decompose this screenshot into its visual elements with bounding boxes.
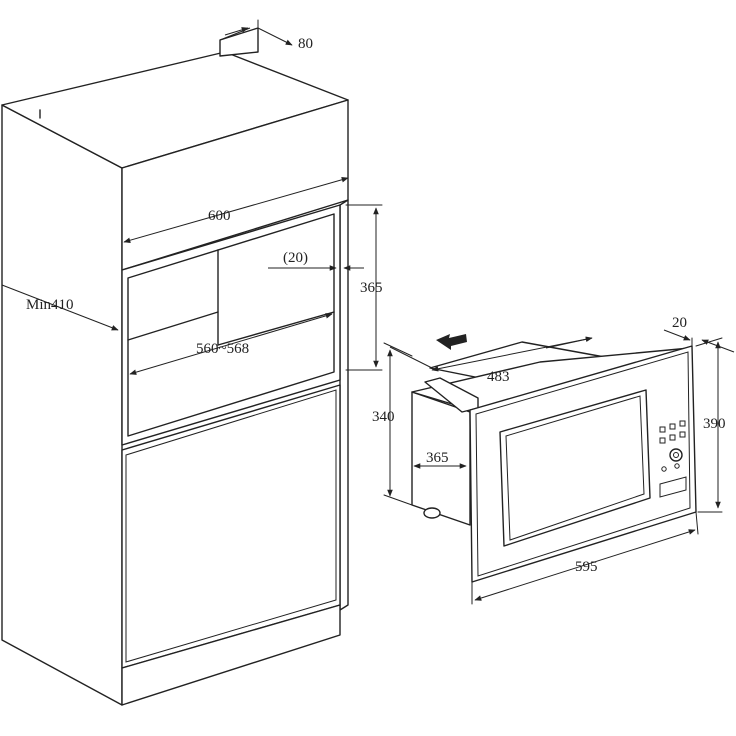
oven — [411, 341, 697, 583]
oven-side-body — [411, 391, 471, 526]
cabinet-side-panel — [1, 104, 123, 706]
control-button — [669, 423, 676, 430]
dim-recess-side: (20) — [283, 250, 308, 266]
cabinet-right-strip — [339, 199, 349, 611]
oven-front-frame-edge — [475, 351, 691, 577]
oven-foot — [423, 507, 441, 519]
oven-window-inner — [505, 395, 645, 541]
dim-oven-body-height: 340 — [372, 409, 395, 425]
dim-top-depth: 80 — [298, 36, 313, 52]
dim-frame-width: 595 — [575, 559, 598, 575]
dim-frame-depth: 20 — [672, 315, 687, 331]
control-button — [679, 420, 686, 427]
dim-niche-width: 560~568 — [196, 341, 249, 357]
control-button — [659, 426, 666, 433]
cabinet — [1, 27, 349, 706]
dim-cabinet-width: 600 — [208, 208, 231, 224]
control-button — [669, 434, 676, 441]
dim-niche-height: 365 — [360, 280, 383, 296]
dim-side-depth: Min410 — [26, 297, 74, 313]
display-panel — [659, 476, 687, 498]
dim-frame-height: 390 — [703, 416, 726, 432]
control-button — [659, 437, 666, 444]
dim-oven-depth: 483 — [487, 369, 510, 385]
oven-dimensions: 483 20 390 340 365 595 — [372, 315, 735, 605]
oven-control-panel — [659, 420, 687, 498]
oven-bracket — [424, 377, 479, 413]
control-button — [661, 466, 667, 472]
cabinet-plinth — [121, 604, 341, 706]
oven-window — [499, 389, 651, 547]
cabinet-lower-door-inset — [125, 389, 337, 663]
control-button — [679, 431, 686, 438]
insert-direction-arrow-icon — [436, 334, 467, 350]
dim-oven-body-width: 365 — [426, 450, 449, 466]
cabinet-dimensions: 80 600 (20) 365 Min410 560~568 — [1, 19, 383, 375]
control-knob-icon — [669, 448, 683, 462]
control-button — [674, 463, 680, 469]
